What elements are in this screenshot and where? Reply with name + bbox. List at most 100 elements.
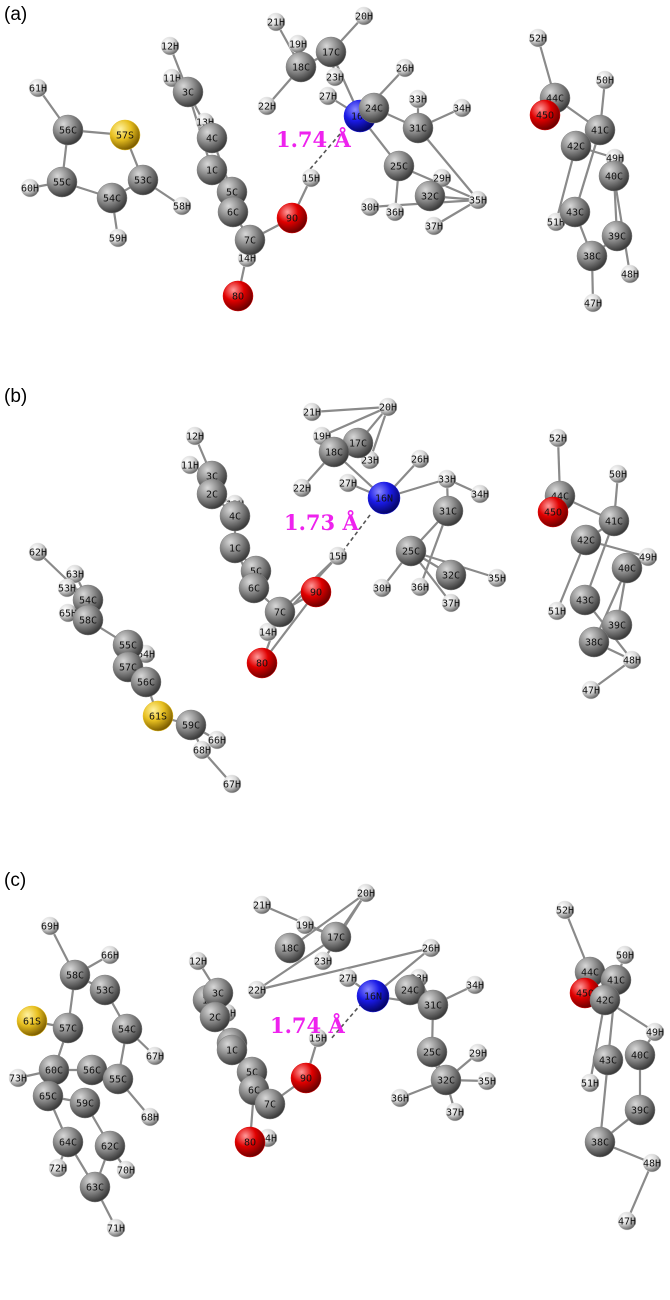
atom-39C: 39C — [601, 609, 633, 641]
atom-38C: 38C — [576, 240, 608, 272]
atom-label: 53H — [58, 584, 76, 595]
sphere-icon — [452, 98, 472, 118]
atom-label: 44C — [546, 94, 564, 105]
atom-label: 31C — [409, 124, 427, 135]
atom-label: 41C — [605, 517, 623, 528]
sphere-icon — [416, 1036, 448, 1068]
sphere-icon — [528, 28, 548, 48]
sphere-icon — [196, 122, 228, 154]
atom-label: 52H — [556, 906, 574, 917]
atom-label: 40C — [605, 172, 623, 183]
sphere-icon — [410, 577, 430, 597]
sphere-icon — [432, 495, 464, 527]
atom-24C: 24C — [394, 974, 426, 1006]
atoms-a: 61H60H58H59H12H11H13H15H14H21H19H20H23H2… — [20, 6, 640, 313]
atom-36H: 36H — [390, 1088, 410, 1108]
atom-label: 23H — [326, 73, 344, 84]
atom-label: 59H — [109, 234, 127, 245]
sphere-icon — [57, 578, 77, 598]
sphere-icon — [430, 1064, 462, 1096]
sphere-icon — [264, 596, 296, 628]
atoms-c: 69H66H67H73H68H72H70H71H12H13H14H15H21H1… — [8, 883, 665, 1238]
sphere-icon — [109, 119, 141, 151]
sphere-icon — [20, 178, 40, 198]
atom-label: 15H — [309, 1034, 327, 1045]
atom-16N: 16N — [356, 979, 390, 1013]
panel-c: (c) 69H66H67H73H68H72H70H71H12H13H14H15H… — [4, 870, 665, 1238]
atom-55C: 55C — [46, 166, 78, 198]
sphere-icon — [638, 547, 658, 567]
atom-label: 49H — [606, 154, 624, 165]
atom-61S: 61S — [16, 1005, 48, 1037]
sphere-icon — [79, 1171, 111, 1203]
sphere-icon — [145, 1046, 165, 1066]
sphere-icon — [645, 1022, 665, 1042]
atom-label: 22H — [293, 484, 311, 495]
atom-24C: 24C — [358, 92, 390, 124]
atom-15H: 15H — [301, 168, 321, 188]
atom-37H: 37H — [445, 1102, 465, 1122]
sphere-icon — [142, 700, 174, 732]
sphere-icon — [360, 197, 380, 217]
atom-30H: 30H — [372, 578, 392, 598]
atom-label: 9O — [300, 1074, 312, 1085]
sphere-icon — [219, 532, 251, 564]
sphere-icon — [390, 1088, 410, 1108]
sphere-icon — [468, 1043, 488, 1063]
atom-8O: 8O — [222, 280, 254, 312]
hydrogen-bond-b — [339, 514, 371, 556]
atom-label: 56C — [137, 678, 155, 689]
atom-label: 14H — [259, 1134, 277, 1145]
atom-label: 9O — [286, 214, 298, 225]
atom-21H: 21H — [302, 402, 322, 422]
panel-label-c: (c) — [4, 870, 26, 891]
atom-label: 3C — [212, 989, 224, 1000]
sphere-icon — [246, 647, 278, 679]
atom-label: 12H — [189, 957, 207, 968]
atom-59C: 59C — [69, 1087, 101, 1119]
atom-55C: 55C — [102, 1063, 134, 1095]
atom-label: 57C — [59, 1024, 77, 1035]
sphere-icon — [180, 455, 200, 475]
atom-label: 26H — [396, 64, 414, 75]
sphere-icon — [601, 609, 633, 641]
atom-label: 50H — [596, 76, 614, 87]
atom-label: 29H — [469, 1049, 487, 1060]
atom-label: 66H — [101, 951, 119, 962]
atom-47H: 47H — [617, 1211, 637, 1231]
sphere-icon — [274, 932, 306, 964]
atom-21H: 21H — [252, 895, 272, 915]
atom-label: 22H — [258, 102, 276, 113]
atom-42C: 42C — [560, 130, 592, 162]
bond — [417, 127, 479, 201]
atom-label: 20H — [355, 12, 373, 23]
hydrogen-bond-c — [329, 1002, 363, 1041]
sphere-icon — [477, 1071, 497, 1091]
atom-label: 50H — [609, 470, 627, 481]
sphere-icon — [395, 535, 427, 567]
sphere-icon — [394, 974, 426, 1006]
sphere-icon — [410, 449, 430, 469]
atom-label: 15H — [329, 552, 347, 563]
sphere-icon — [257, 96, 277, 116]
atom-9O: 9O — [290, 1062, 322, 1094]
sphere-icon — [130, 666, 162, 698]
atom-label: 12H — [161, 42, 179, 53]
sphere-icon — [354, 6, 374, 26]
atom-label: 38C — [583, 252, 601, 263]
atom-label: 45O — [544, 508, 562, 519]
sphere-icon — [315, 36, 347, 68]
sphere-icon — [100, 945, 120, 965]
atom-label: 67H — [223, 780, 241, 791]
atom-label: 57C — [119, 663, 137, 674]
sphere-icon — [258, 622, 278, 642]
atom-label: 54C — [118, 1025, 136, 1036]
atom-label: 19H — [296, 921, 314, 932]
bond — [368, 406, 390, 461]
atom-label: 54C — [79, 596, 97, 607]
atom-17C: 17C — [315, 36, 347, 68]
atom-6C: 6C — [238, 572, 270, 604]
atom-label: 9O — [310, 588, 322, 599]
atom-label: 66H — [208, 736, 226, 747]
atom-label: 61S — [23, 1017, 41, 1028]
